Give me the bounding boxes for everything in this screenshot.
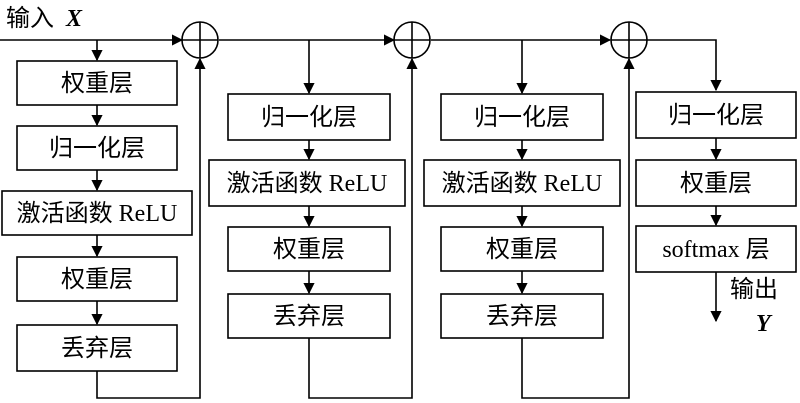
add-icon-1 (181, 21, 219, 59)
block-3-layer-1-label: 归一化层 (474, 104, 570, 131)
block-4-layer-1 (635, 91, 797, 139)
block-3-layer-3 (440, 226, 604, 272)
block-4: 归一化层 权重层 softmax 层 (635, 91, 797, 323)
block-3-layer-4 (440, 293, 604, 339)
add-icon-2 (393, 21, 431, 59)
block-2-skip-arrow (308, 57, 418, 399)
block-3: 归一化层 激活函数 ReLU 权重层 丢弃层 (423, 40, 635, 399)
block-1-layer-3 (1, 190, 193, 236)
block-3-layer-4-label: 丢弃层 (486, 303, 558, 330)
block-2: 归一化层 激活函数 ReLU 权重层 丢弃层 (208, 40, 418, 399)
input-label: 输入 (6, 5, 54, 32)
block-3-skip-arrow (521, 57, 635, 399)
block-2-layer-3-label: 权重层 (273, 236, 345, 263)
line-to-block-4 (647, 39, 722, 92)
block-1-layer-3-label: 激活函数 ReLU (17, 200, 178, 227)
block-2-layer-2-label: 激活函数 ReLU (227, 170, 388, 197)
block-2-layer-2 (208, 159, 406, 207)
block-1-layer-1 (16, 60, 178, 106)
block-1-skip-arrow (96, 57, 206, 399)
block-1-layer-2-label: 归一化层 (49, 135, 145, 162)
block-3-layer-2 (423, 159, 621, 207)
block-3-layer-3-label: 权重层 (486, 236, 558, 263)
block-2-layer-1-label: 归一化层 (261, 104, 357, 131)
block-2-layer-4-label: 丢弃层 (273, 303, 345, 330)
block-1-layer-1-label: 权重层 (61, 70, 133, 97)
block-1: 权重层 归一化层 激活函数 ReLU 权重层 丢弃层 (1, 40, 206, 399)
output-label: 输出 (730, 276, 778, 303)
input-symbol: X (65, 6, 83, 32)
block-4-layer-1-label: 归一化层 (668, 102, 764, 129)
output-symbol: Y (756, 311, 773, 337)
block-1-layer-4-label: 权重层 (61, 266, 133, 293)
block-4-layer-3 (635, 225, 797, 273)
block-1-layer-2 (16, 125, 178, 171)
block-2-layer-1 (227, 93, 391, 141)
block-4-layer-3-label: softmax 层 (662, 237, 769, 263)
block-3-layer-1 (440, 93, 604, 141)
block-4-layer-2-label: 权重层 (680, 170, 752, 197)
block-2-layer-4 (227, 293, 391, 339)
block-3-layer-2-label: 激活函数 ReLU (442, 170, 603, 197)
block-1-layer-4 (16, 256, 178, 302)
block-2-layer-3 (227, 226, 391, 272)
add-icon-3 (610, 21, 648, 59)
block-1-layer-5-label: 丢弃层 (61, 335, 133, 362)
